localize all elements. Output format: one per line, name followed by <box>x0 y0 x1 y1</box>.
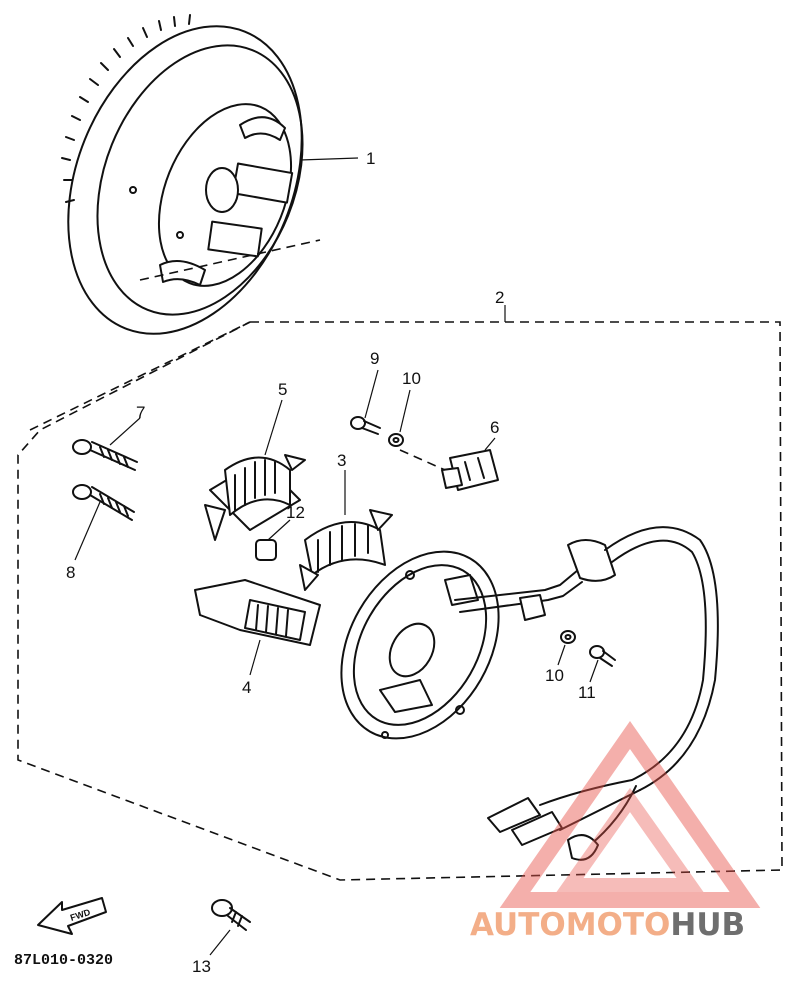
watermark-logo-triangle <box>499 721 761 908</box>
callout-13: 13 <box>192 957 211 976</box>
coil-5: 5 <box>204 380 306 541</box>
screw-11: 11 <box>578 645 616 702</box>
washer-10-lower: 10 <box>545 630 576 685</box>
diagram-part-code: 87L010-0320 <box>14 952 113 969</box>
callout-11: 11 <box>578 683 596 702</box>
pickup-coil-4: 4 <box>194 579 321 697</box>
watermark-text: AUTOMOTOHUB <box>470 907 745 943</box>
callout-10-lower: 10 <box>545 666 564 685</box>
callout-12: 12 <box>286 503 305 522</box>
automotohub-watermark: AUTOMOTOHUB <box>470 721 761 943</box>
callout-6: 6 <box>490 418 499 437</box>
screw-9: 9 <box>350 349 381 435</box>
front-direction-arrow: FWD <box>37 897 107 935</box>
bolt-8: 8 <box>66 484 135 582</box>
callout-9: 9 <box>370 349 379 368</box>
coil-3: 3 <box>299 451 393 591</box>
callout-2: 2 <box>495 288 504 307</box>
callout-10-upper: 10 <box>402 369 421 388</box>
flywheel-rotor: 1 <box>61 14 375 335</box>
spacer-12: 12 <box>255 503 305 561</box>
callout-3: 3 <box>337 451 346 470</box>
callout-4: 4 <box>242 678 251 697</box>
callout-5: 5 <box>278 380 287 399</box>
bolt-7: 7 <box>72 403 145 471</box>
ring-gear-teeth <box>61 14 191 203</box>
stator-assembly-outline: 2 <box>17 239 783 881</box>
washer-10-upper: 10 <box>388 369 421 447</box>
callout-7: 7 <box>136 403 145 422</box>
callout-1: 1 <box>366 149 375 168</box>
clamp-6: 6 <box>399 418 499 491</box>
stator-base-plate <box>340 550 500 740</box>
callout-8: 8 <box>66 563 75 582</box>
watermark-text-part2: HUB <box>670 907 745 943</box>
wire-harness <box>454 526 719 861</box>
bolt-13: 13 <box>192 899 251 976</box>
watermark-text-part1: AUTOMOTO <box>470 907 670 943</box>
